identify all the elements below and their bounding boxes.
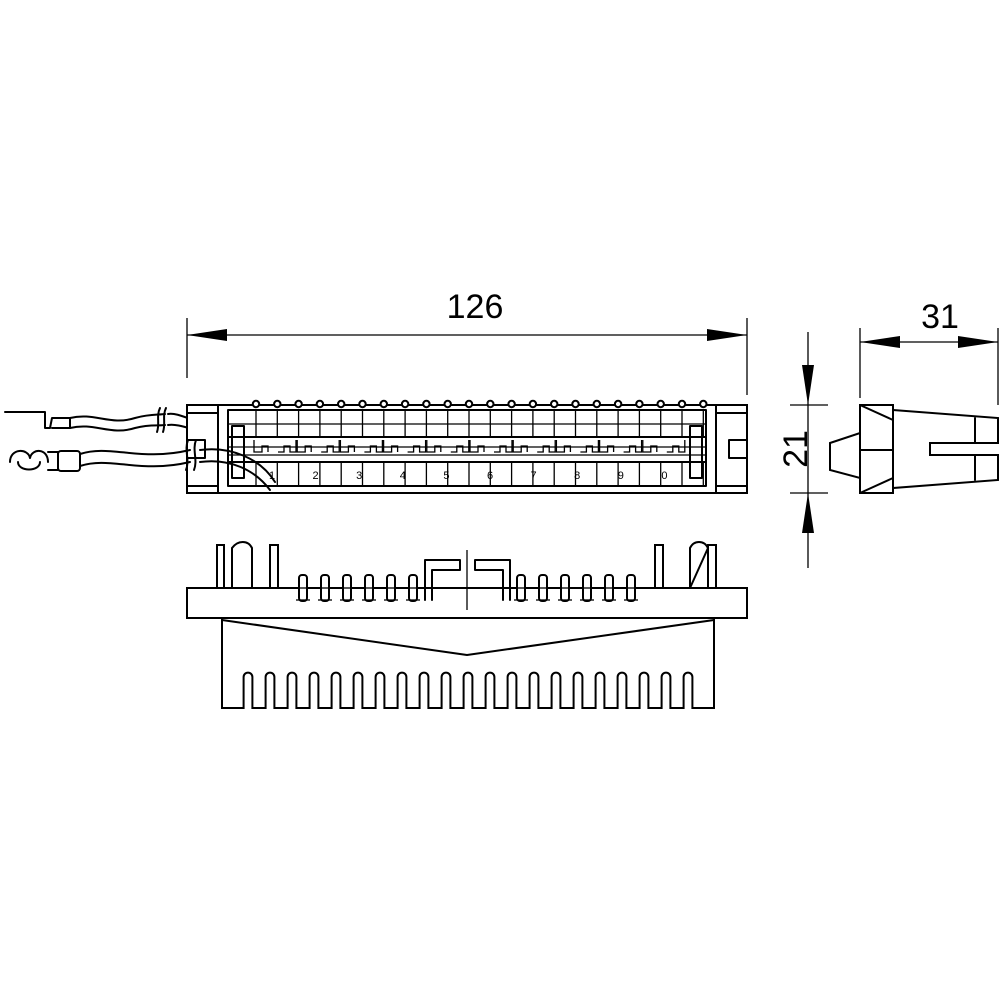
top-contact-pin [613,399,623,409]
top-contact-pin [656,399,665,409]
top-contact-pin [422,399,431,409]
top-body [186,404,748,494]
top-bracket [382,440,427,453]
front-comb-body [221,617,715,709]
dimension-height: 21 [777,332,828,568]
cable-lug-bottom [9,439,276,491]
top-contact-pin [635,399,644,409]
top-contact-pin [699,399,708,409]
top-bracket [296,440,340,453]
contact-number: 7 [531,470,537,482]
front-pin-row [296,574,638,602]
top-bracket [426,440,470,453]
top-contact-pin [443,399,452,409]
top-bracket [512,440,556,453]
top-contact-pin [379,399,388,409]
dimension-depth: 31 [859,298,999,405]
top-contact-pin [550,399,559,409]
contact-number: 4 [400,470,406,482]
top-bracket-row [253,440,686,453]
top-contact-pin [294,399,303,409]
contact-number: 5 [443,470,449,482]
top-contact-pin [507,399,516,409]
top-contact-pin [677,399,687,409]
contact-number: 2 [313,470,319,482]
dimension-height-label: 21 [777,430,815,468]
side-view [829,404,999,494]
contact-number: 9 [618,470,624,482]
top-bracket [598,440,643,453]
top-contact-pin [464,399,474,409]
top-contact-pin [273,399,282,409]
top-contact-pin [571,399,580,409]
front-view [9,439,748,709]
top-contact-pin [337,399,346,409]
contact-number: 0 [661,470,667,482]
top-contact-pin [251,399,261,409]
contact-number: 6 [487,470,493,482]
top-bracket [642,440,686,453]
dimension-length-label: 126 [447,288,504,326]
top-contact-pin [486,399,495,409]
dimension-length: 126 [186,288,748,395]
top-contact-pin [315,399,325,409]
top-contact-row [251,399,708,486]
top-bracket [339,440,384,453]
top-contact-pin [400,399,410,409]
top-bracket [469,440,513,453]
dimension-depth-label: 31 [921,298,959,336]
contact-number: 8 [574,470,580,482]
top-contact-pin [528,399,538,409]
contact-number: 3 [356,470,362,482]
top-bracket [253,440,297,453]
top-bracket [555,440,600,453]
top-contact-pin [358,399,367,409]
top-contact-pin [592,399,601,409]
